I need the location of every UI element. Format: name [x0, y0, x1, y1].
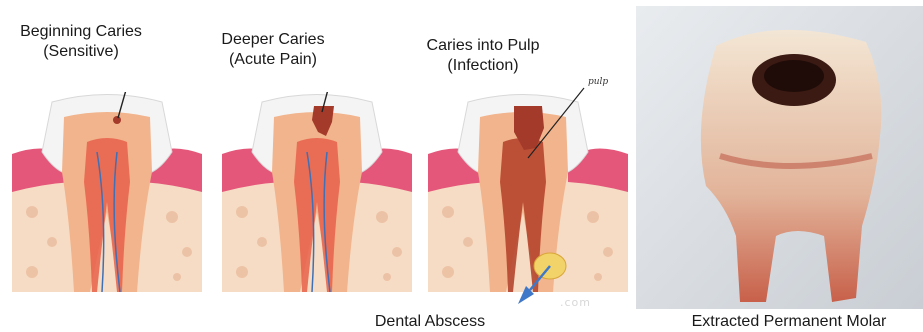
- pulp-tag: pulp: [588, 77, 608, 87]
- tooth-diagram-beginning-caries: [12, 92, 202, 292]
- extracted-molar-photo: [636, 6, 923, 309]
- beginning-caries-label: Beginning Caries (Sensitive): [4, 22, 158, 62]
- dental-abscess-label: Dental Abscess: [340, 312, 520, 332]
- caries-spot: [113, 116, 121, 124]
- deeper-caries-label: Deeper Caries (Acute Pain): [196, 30, 350, 70]
- tooth-diagram-caries-into-pulp: pulp: [428, 68, 628, 313]
- watermark: .com: [560, 296, 591, 309]
- tooth-diagram-deeper-caries: [222, 92, 412, 292]
- extracted-molar-label: Extracted Permanent Molar: [655, 312, 923, 332]
